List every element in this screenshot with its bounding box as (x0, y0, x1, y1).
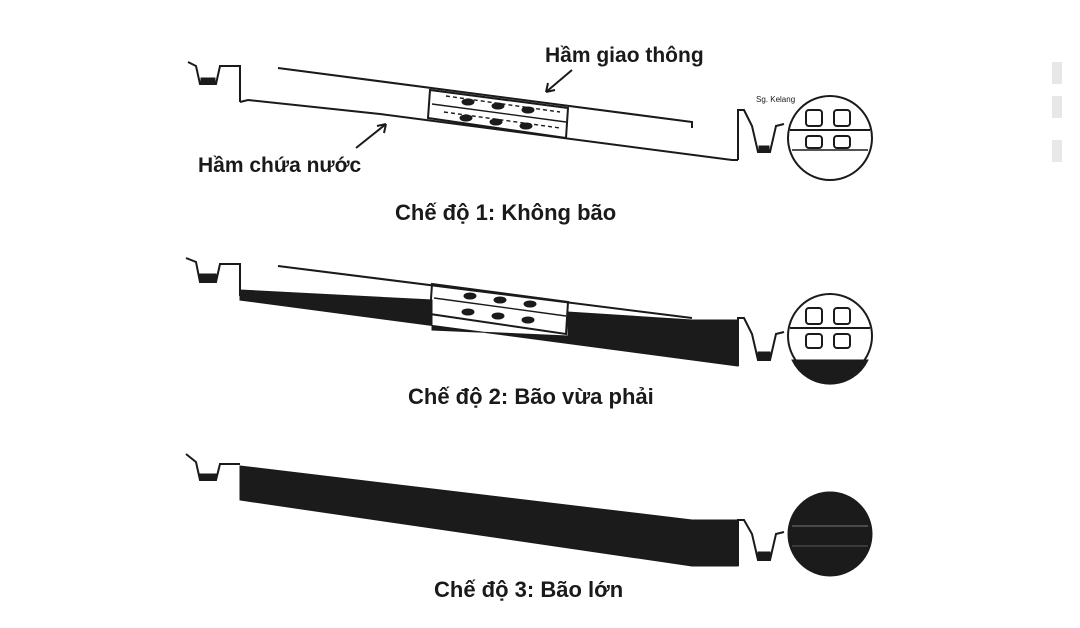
right-river-channel: Sg. Kelang (737, 95, 795, 160)
tunnel-cross-section (787, 293, 873, 385)
left-river-channel (185, 257, 241, 296)
river-name-label: Sg. Kelang (756, 95, 795, 104)
tunnel-fully-flooded (239, 465, 739, 567)
left-river-channel (185, 453, 240, 481)
tunnel-cross-section-flooded (787, 491, 873, 577)
page-edge-marks (1052, 62, 1062, 162)
tunnel-cross-section (787, 95, 873, 181)
water-storage-tunnel-line (239, 98, 738, 161)
left-river-channel (187, 61, 241, 102)
traffic-tunnel-line (277, 67, 693, 128)
mode-2-panel: Chế độ 2: Bão vừa phải (185, 257, 873, 409)
mode-1-panel: Sg. Kelang Hầm giao thông Hầm chứa nước … (187, 44, 873, 225)
mode-2-caption: Chế độ 2: Bão vừa phải (408, 384, 654, 409)
traffic-section-box (428, 282, 570, 336)
mode-3-caption: Chế độ 3: Bão lớn (434, 577, 623, 602)
mode-1-caption: Chế độ 1: Không bão (395, 200, 616, 225)
traffic-tunnel-label: Hầm giao thông (545, 44, 704, 67)
traffic-tunnel-arrow (545, 69, 573, 93)
water-storage-tunnel-flooded (239, 289, 739, 367)
water-tunnel-arrow (355, 123, 387, 149)
right-river-channel (737, 317, 785, 366)
mode-3-panel: Chế độ 3: Bão lớn (185, 453, 873, 602)
right-river-channel (737, 519, 785, 566)
traffic-section-box (426, 88, 570, 140)
water-tunnel-label: Hầm chứa nước (198, 154, 362, 177)
